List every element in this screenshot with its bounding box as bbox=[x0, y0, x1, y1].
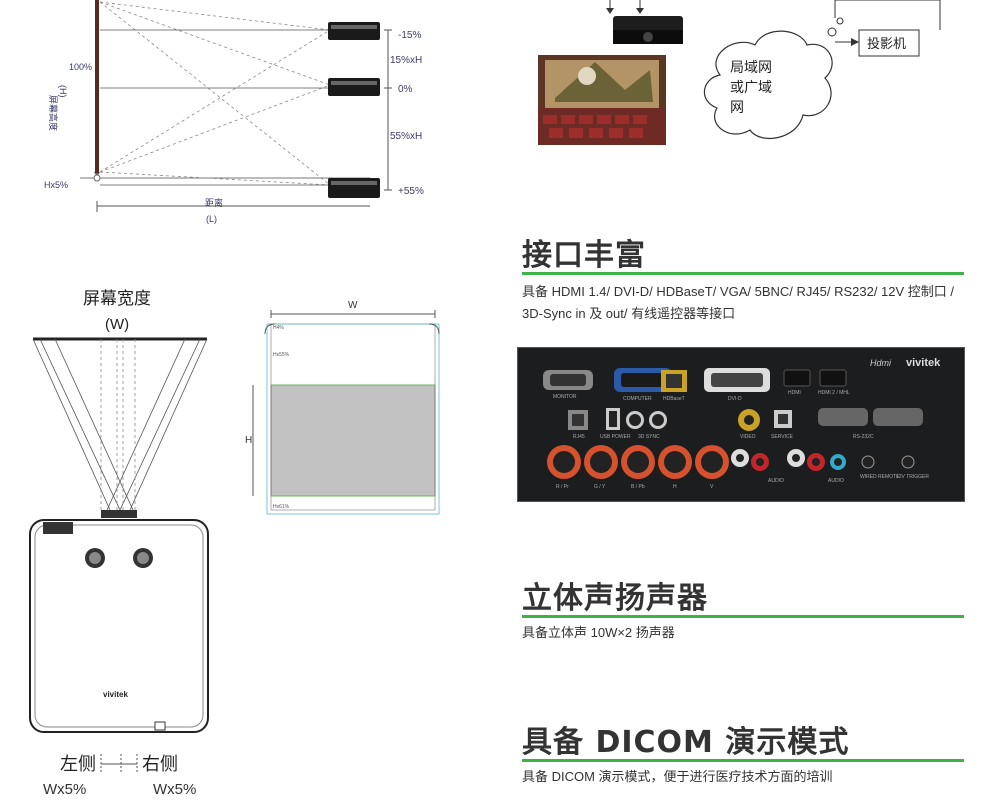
port-label-usb: USB POWER bbox=[600, 434, 631, 440]
io-panel-photo: Hdmi vivitek bbox=[517, 347, 965, 502]
projector-photo-icon bbox=[613, 16, 683, 44]
span-bottom-label: 55%xH bbox=[390, 131, 422, 142]
section-rule-dicom bbox=[522, 759, 964, 762]
port-label-audio2: AUDIO bbox=[828, 478, 844, 484]
vga-monitor-port bbox=[543, 370, 593, 390]
dvi-port bbox=[704, 368, 770, 392]
screen-width-unit: (W) bbox=[105, 316, 129, 333]
port-label-h: H bbox=[673, 484, 677, 490]
section-rule-interfaces bbox=[522, 272, 964, 275]
port-label-rj45: RJ45 bbox=[573, 434, 585, 440]
section-title-interfaces: 接口丰富 bbox=[522, 238, 646, 273]
projector-box-label: 投影机 bbox=[867, 36, 906, 51]
audio-rca-ports bbox=[731, 449, 915, 471]
network-cloud bbox=[704, 30, 833, 139]
port-label-wired-remote: WIRED REMOTE bbox=[860, 474, 900, 480]
projector-top-view: vivitek bbox=[29, 510, 209, 733]
distance-unit: (L) bbox=[206, 214, 217, 224]
cloud-line-1: 局域网 bbox=[730, 59, 772, 75]
port-label-video: VIDEO bbox=[740, 434, 756, 440]
section-desc-speakers: 具备立体声 10W×2 扬声器 bbox=[522, 625, 675, 640]
left-side-label: 左侧 bbox=[60, 754, 96, 774]
port-label-g: G / Y bbox=[594, 484, 606, 490]
hdbaset-port bbox=[661, 370, 687, 392]
port-label-dvi: DVI-D bbox=[728, 396, 742, 402]
section-title-speakers: 立体声扬声器 bbox=[522, 581, 708, 616]
port-label-12v: 12V TRIGGER bbox=[896, 474, 929, 480]
port-label-b: B / Pb bbox=[631, 484, 645, 490]
projector-top-icon bbox=[328, 22, 380, 40]
width-shift-diagram: 屏幕宽度 (W) vivitek 左侧 右侧 Wx5% Wx5% bbox=[29, 289, 209, 798]
vga-computer-port bbox=[614, 368, 672, 392]
section-title-dicom: 具备 DICOM 演示模式 bbox=[522, 725, 850, 760]
offset-bottom-label: +55% bbox=[398, 186, 424, 197]
mid-pct-label: Hx55% bbox=[273, 352, 290, 358]
port-label-hdmi2: HDMI 2 / MHL bbox=[818, 390, 850, 396]
port-label-v: V bbox=[710, 484, 714, 490]
w-label: W bbox=[348, 300, 358, 311]
projector-bottom-icon bbox=[328, 178, 380, 198]
port-label-3dsync: 3D SYNC bbox=[638, 434, 660, 440]
port-label-hdmi: HDMI bbox=[788, 390, 801, 396]
screen-bar bbox=[95, 0, 99, 173]
hdmi-ports bbox=[783, 369, 847, 387]
right-side-label: 右侧 bbox=[142, 754, 178, 774]
screen-height-unit: (H) bbox=[58, 85, 68, 98]
screen-height-label: 屏幕高度 bbox=[48, 95, 59, 131]
port-label-monitor: MONITOR bbox=[553, 394, 577, 400]
port-label-hdbaset: HDBaseT bbox=[663, 396, 685, 402]
section-rule-speakers bbox=[522, 615, 964, 618]
h-label: H bbox=[245, 435, 252, 446]
port-label-rs232: RS-232C bbox=[853, 434, 874, 440]
bottom-pct-label: Hx61% bbox=[273, 504, 290, 510]
lens-offset-diagram: 屏幕高度 (H) 100% Hx5% 距离 (L) -15% 15%xH 0% … bbox=[44, 0, 424, 224]
network-diagram: 局域网 或广域 网 投影机 bbox=[538, 0, 941, 145]
theater-photo bbox=[538, 55, 666, 145]
shift-range-diagram: W H H4% Hx55% Hx61% bbox=[245, 300, 440, 515]
rj45-port bbox=[568, 410, 588, 430]
section-desc-interfaces: 具备 HDMI 1.4/ DVI-D/ HDBaseT/ VGA/ 5BNC/ … bbox=[522, 284, 955, 321]
span-top-label: 15%xH bbox=[390, 55, 422, 66]
offset-middle-label: 0% bbox=[398, 84, 413, 95]
port-label-service: SERVICE bbox=[771, 434, 794, 440]
hx5-label: Hx5% bbox=[44, 180, 68, 190]
top-pct-label: H4% bbox=[273, 325, 284, 331]
section-desc-dicom: 具备 DICOM 演示模式，便于进行医疗技术方面的培训 bbox=[522, 769, 833, 784]
projector-brand-logo: vivitek bbox=[103, 690, 128, 699]
bnc-ports bbox=[547, 445, 729, 479]
projector-middle-icon bbox=[328, 78, 380, 96]
right-shift-label: Wx5% bbox=[153, 781, 196, 798]
hdmi-logo: Hdmi bbox=[870, 358, 892, 368]
screen-width-title: 屏幕宽度 bbox=[83, 289, 151, 308]
panel-brand-logo: vivitek bbox=[906, 357, 941, 369]
port-label-r: R / Pr bbox=[556, 484, 569, 490]
port-label-audio1: AUDIO bbox=[768, 478, 784, 484]
percent-100-label: 100% bbox=[69, 62, 92, 72]
offset-top-label: -15% bbox=[398, 30, 421, 41]
cloud-line-3: 网 bbox=[730, 99, 744, 115]
usb-port bbox=[606, 408, 620, 430]
distance-label: 距离 bbox=[205, 197, 223, 208]
cloud-line-2: 或广域 bbox=[730, 79, 772, 95]
left-shift-label: Wx5% bbox=[43, 781, 86, 798]
port-label-computer: COMPUTER bbox=[623, 396, 652, 402]
